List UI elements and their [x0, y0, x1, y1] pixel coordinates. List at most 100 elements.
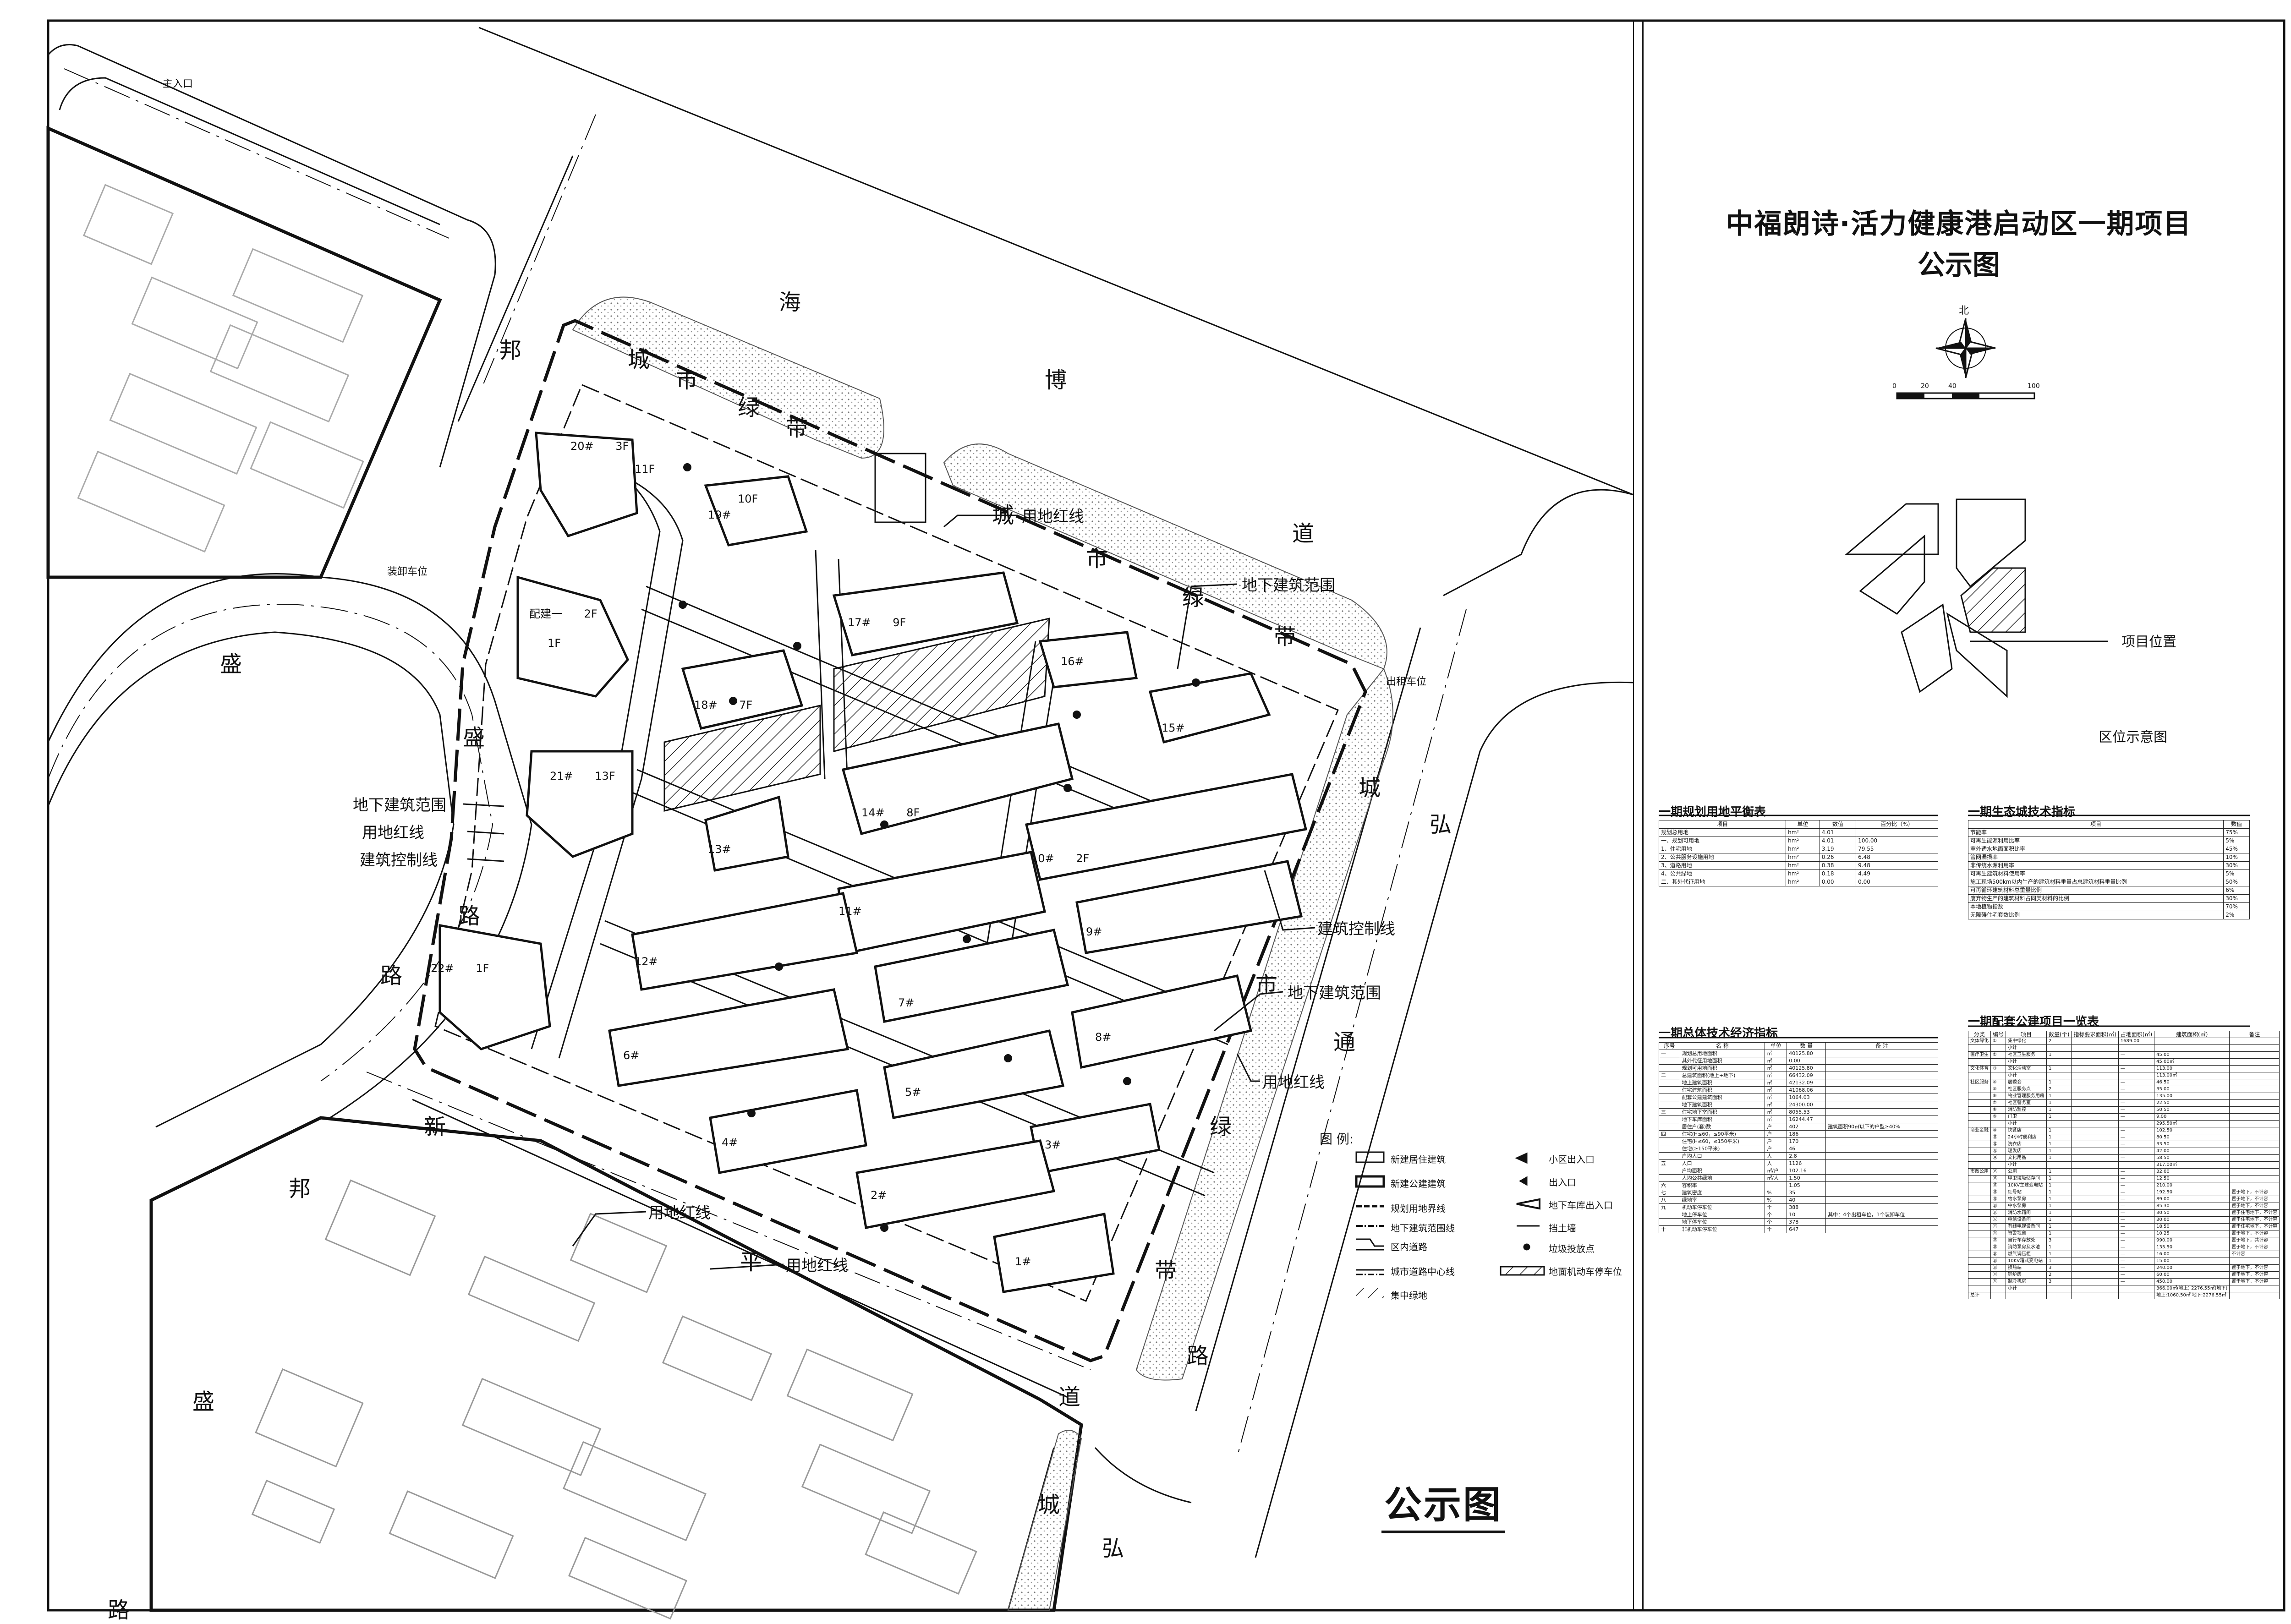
building-floors: 2F: [581, 607, 597, 620]
table-cell: [1968, 1223, 1991, 1230]
table-cell: 中水泵房: [2006, 1203, 2047, 1210]
table-cell: [1825, 1203, 1938, 1211]
table-cell: 3: [2046, 1237, 2072, 1244]
table-cell: 置于住宅地下，不计容: [2229, 1209, 2280, 1217]
table-cell: [1856, 828, 1938, 837]
table-cell: [2071, 1271, 2119, 1279]
table-cell: 1: [2046, 1258, 2072, 1265]
table-cell: 废弃物生产的建筑材料占同类材料的比例: [1968, 894, 2224, 903]
table-cell: 35.00: [2154, 1086, 2230, 1093]
table-cell: [1968, 1203, 1991, 1210]
table-cell: 燃气调压柜: [2006, 1251, 2047, 1258]
table-cell: 40125.80: [1787, 1050, 1826, 1057]
table-cell: ⑫: [1990, 1141, 2006, 1148]
table-row: 小计: [1968, 1044, 2280, 1052]
legend-item-line: 挡土墙: [1549, 1223, 1576, 1234]
table-cell: ⑲: [1990, 1196, 2006, 1203]
table-cell: 1: [2046, 1203, 2072, 1210]
table-cell: 1: [2046, 1175, 2072, 1182]
building-id: 10#: [1031, 852, 1054, 865]
green-belt-label: 绿: [1182, 585, 1205, 611]
table-cell: 6%: [2223, 886, 2250, 895]
table-cell: —: [2118, 1127, 2155, 1134]
table-row: 八绿地率%40: [1659, 1196, 1938, 1204]
table-cell: 人口: [1679, 1159, 1765, 1167]
table-cell: 1: [2046, 1093, 2072, 1100]
scale-tick-1: 20: [1921, 383, 1929, 390]
building-id: 20#: [570, 440, 594, 453]
table-cell: [1825, 1094, 1938, 1101]
table-cell: 4.01: [1819, 837, 1857, 845]
table-cell: [1825, 1115, 1938, 1123]
table-cell: [2118, 1044, 2155, 1052]
tech-table-title: 一期总体技术经济指标: [1659, 1027, 1778, 1040]
table-cell: 30.50: [2154, 1209, 2230, 1217]
table-cell: hm²: [1786, 853, 1820, 862]
table-cell: 给水泵房: [2006, 1196, 2047, 1203]
table-cell: 192.50: [2154, 1189, 2230, 1196]
table-cell: 甲卫垃圾储存间: [2006, 1175, 2047, 1182]
table-cell: [2006, 1292, 2047, 1299]
table-cell: 30.00: [2154, 1216, 2230, 1224]
table-cell: 门卫: [2006, 1113, 2047, 1121]
table-cell: 1: [2046, 1106, 2072, 1114]
table-cell: [1990, 1044, 2006, 1052]
table-cell: 绿地率: [1679, 1196, 1765, 1204]
table-cell: [1825, 1181, 1938, 1189]
table-cell: 24300.00: [1787, 1101, 1826, 1109]
table-cell: 四: [1659, 1130, 1680, 1138]
legend-item-garage: 地下车库出入口: [1549, 1200, 1613, 1211]
legend-item-house: 新建居住建筑: [1391, 1154, 1446, 1165]
table-cell: [2118, 1120, 2155, 1127]
table-cell: ㎡: [1765, 1094, 1787, 1101]
legend-item-dashdot: 地下建筑范围线: [1391, 1223, 1455, 1234]
road-label: 博: [1045, 367, 1067, 393]
building-label: 14# 8F: [861, 806, 920, 819]
table-cell: [2118, 1058, 2155, 1066]
table-cell: [2046, 1058, 2072, 1066]
table-cell: 个: [1765, 1225, 1787, 1233]
neighbour-block-sw: [149, 1116, 1083, 1612]
table-cell: 配套公建建筑面积: [1679, 1094, 1765, 1101]
location-map-caption: 区位示意图: [2099, 729, 2167, 745]
table-cell: [2071, 1203, 2119, 1210]
table-cell: 居住户(套)数: [1679, 1123, 1765, 1131]
table-cell: ㉚: [1990, 1271, 2006, 1279]
table-cell: 16244.47: [1787, 1115, 1826, 1123]
building-id: 6#: [623, 1049, 640, 1062]
table-cell: 小计: [2006, 1120, 2047, 1127]
table-cell: ㎡: [1765, 1064, 1787, 1072]
table-cell: 3: [2046, 1278, 2072, 1285]
table-cell: 24小时便利店: [2006, 1134, 2047, 1141]
table-cell: [1968, 1072, 1991, 1079]
table-header-row: 项目单位数值百分比（%）: [1658, 820, 1938, 829]
table-cell: 1689.00: [2118, 1038, 2155, 1045]
table-cell: [1968, 1058, 1991, 1066]
road-label: 道: [1058, 1384, 1081, 1410]
table-cell: —: [2118, 1086, 2155, 1093]
road-label: 路: [108, 1597, 130, 1623]
table-cell: 1: [2046, 1154, 2072, 1162]
table-cell: 七: [1659, 1189, 1680, 1197]
table-cell: [1968, 1134, 1991, 1141]
table-cell: 0.26: [1819, 853, 1857, 862]
table-cell: [2229, 1258, 2280, 1265]
table-cell: [1990, 1292, 2006, 1299]
table-cell: 人: [1765, 1159, 1787, 1167]
building-label: 3#: [1045, 1138, 1061, 1151]
table-cell: [1968, 1113, 1991, 1121]
table-cell: 规划总用地面积: [1679, 1050, 1765, 1057]
table-cell: —: [2118, 1148, 2155, 1155]
table-cell: —: [2118, 1065, 2155, 1072]
table-cell: 89.00: [2154, 1196, 2230, 1203]
